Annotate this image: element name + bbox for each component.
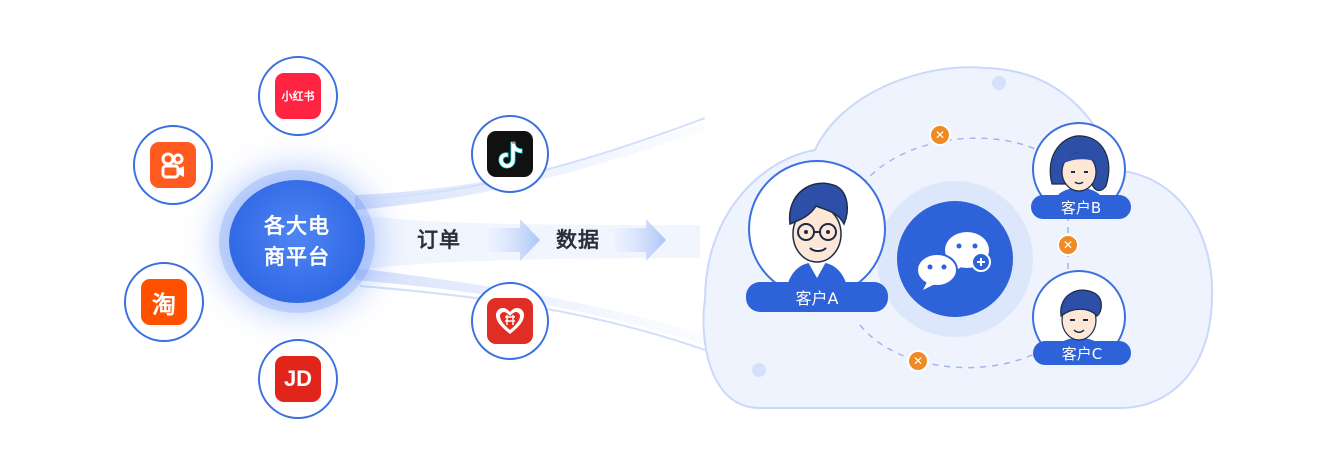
customer-a-label: 客户A	[746, 282, 888, 312]
pinduoduo-icon	[487, 298, 533, 344]
stream-bottom	[355, 268, 705, 345]
customer-a-avatar[interactable]	[748, 160, 886, 298]
x-mark-icon: ✕	[1059, 236, 1077, 254]
taobao-icon: 淘	[141, 279, 187, 325]
x-mark-icon: ✕	[931, 126, 949, 144]
hub-label-line1: 各大电	[264, 213, 330, 238]
kuaishou-icon	[150, 142, 196, 188]
wechat-center[interactable]	[897, 201, 1013, 317]
jd-node[interactable]: JD	[258, 339, 338, 419]
orders-label: 订单	[417, 228, 461, 252]
taobao-node[interactable]: 淘	[124, 262, 204, 342]
jd-icon: JD	[275, 356, 321, 402]
orbit-lower	[859, 324, 1051, 369]
arrow-2	[614, 219, 666, 261]
xiaohongshu-node[interactable]: 小红书	[258, 56, 338, 136]
cloud-dot-2	[752, 363, 766, 377]
kuaishou-node[interactable]	[133, 125, 213, 205]
data-label: 数据	[556, 228, 600, 252]
douyin-node[interactable]	[471, 115, 549, 193]
douyin-icon	[487, 131, 533, 177]
customer-b-label: 客户B	[1031, 195, 1131, 219]
customer-c-label: 客户C	[1033, 341, 1131, 365]
xiaohongshu-icon: 小红书	[275, 73, 321, 119]
stream-top	[355, 122, 705, 210]
arrow-1	[488, 219, 540, 261]
wechat-icon	[916, 232, 991, 290]
ecommerce-hub[interactable]: 各大电 商平台	[229, 180, 365, 303]
x-mark-icon: ✕	[909, 352, 927, 370]
pinduoduo-node[interactable]	[471, 282, 549, 360]
man-glasses-icon	[785, 182, 849, 296]
hub-label-line2: 商平台	[264, 244, 330, 269]
cloud-dot-1	[992, 76, 1006, 90]
